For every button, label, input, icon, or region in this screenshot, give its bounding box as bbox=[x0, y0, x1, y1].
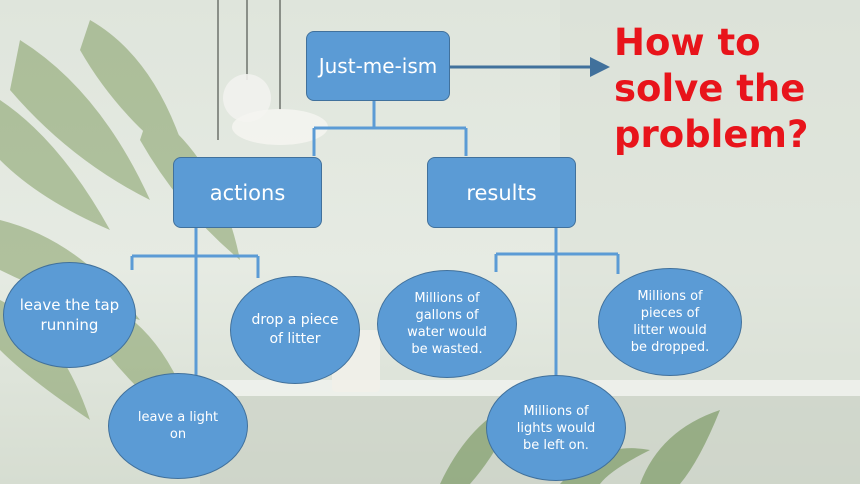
action-ellipse-light: leave a light on bbox=[108, 373, 248, 479]
action-label-light: leave a light on bbox=[137, 410, 219, 442]
results-node-label: results bbox=[466, 180, 537, 205]
result-label-lights: Millions of lights would be left on. bbox=[516, 403, 596, 453]
root-node-box: Just-me-ism bbox=[306, 31, 450, 101]
root-node-label: Just-me-ism bbox=[318, 54, 438, 78]
action-ellipse-tap: leave the tap running bbox=[3, 262, 136, 368]
result-ellipse-litter: Millions of pieces of litter would be dr… bbox=[598, 268, 742, 376]
arrow-right-icon bbox=[449, 57, 610, 77]
action-ellipse-litter: drop a piece of litter bbox=[230, 276, 360, 384]
actions-node-label: actions bbox=[209, 180, 286, 205]
result-ellipse-lights: Millions of lights would be left on. bbox=[486, 375, 626, 481]
action-label-tap: leave the tap running bbox=[19, 296, 120, 334]
result-ellipse-water: Millions of gallons of water would be wa… bbox=[377, 270, 517, 378]
actions-node-box: actions bbox=[173, 157, 322, 228]
results-node-box: results bbox=[427, 157, 576, 228]
result-label-litter: Millions of pieces of litter would be dr… bbox=[630, 289, 710, 355]
action-label-litter: drop a piece of litter bbox=[251, 312, 339, 347]
result-label-water: Millions of gallons of water would be wa… bbox=[407, 291, 487, 357]
question-heading: How to solve the problem? bbox=[614, 21, 809, 156]
